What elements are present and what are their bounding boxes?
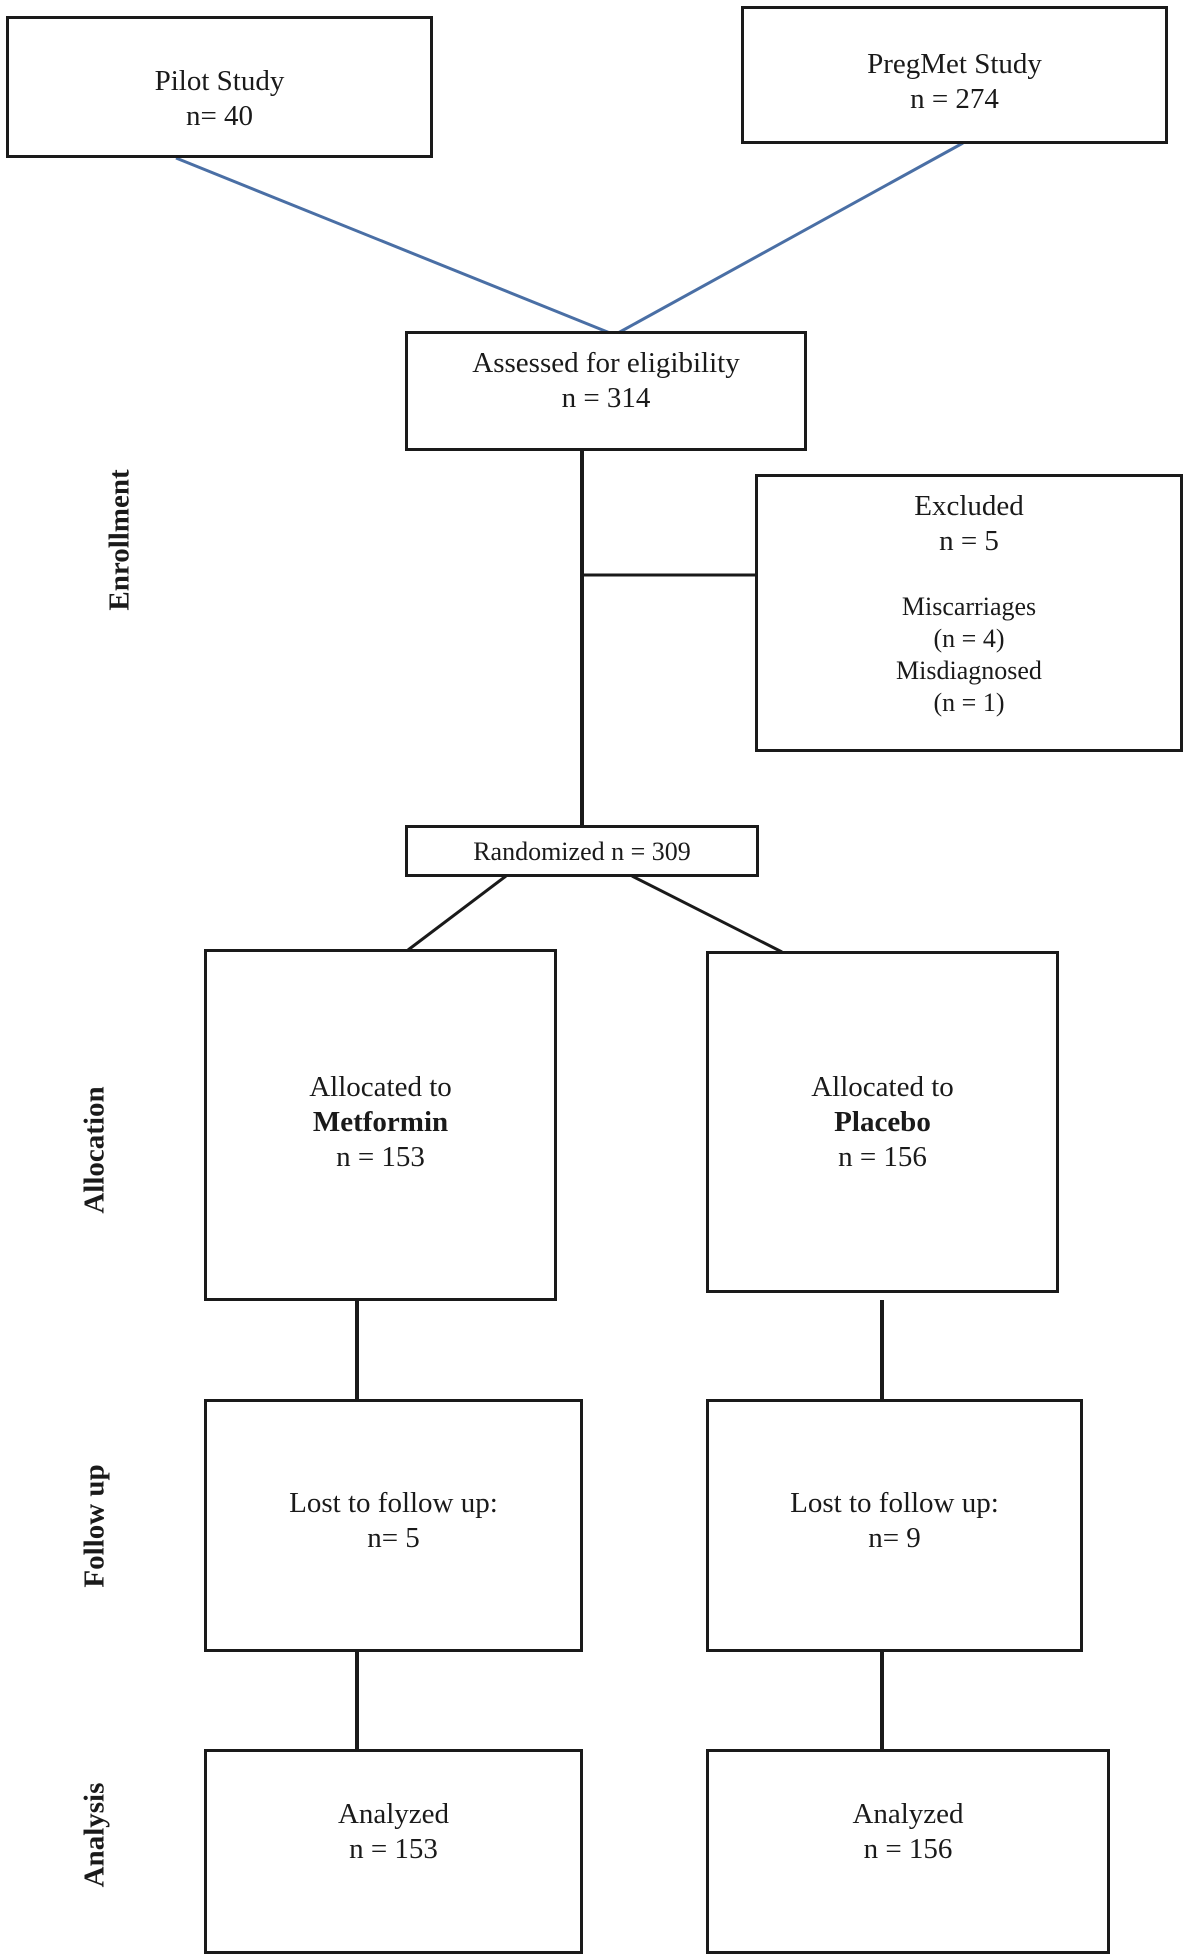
followup-placebo-label: Lost to follow up:	[790, 1487, 999, 1519]
pregmet-study-box: PregMet Study n = 274	[741, 6, 1168, 144]
excluded-reason-misdiagnosed: Misdiagnosed	[896, 656, 1042, 685]
allocation-metformin-count: n = 153	[336, 1141, 425, 1173]
excluded-title: Excluded	[914, 490, 1024, 522]
allocation-metformin-prefix: Allocated to	[309, 1071, 452, 1103]
connector-randomized-to-placebo	[631, 874, 783, 954]
eligibility-count: n = 314	[561, 382, 651, 414]
randomized-box: Randomized n = 309	[405, 825, 759, 877]
analysis-metformin-count: n = 153	[349, 1833, 438, 1865]
excluded-box: Excluded n = 5 Miscarriages (n = 4) Misd…	[755, 474, 1183, 752]
pilot-study-box: Pilot Study n= 40	[6, 16, 433, 158]
analysis-placebo-count: n = 156	[863, 1833, 953, 1865]
stage-label-analysis: Analysis	[78, 1782, 111, 1888]
allocation-placebo-count: n = 156	[838, 1141, 927, 1173]
excluded-reason-miscarriages-count: (n = 4)	[933, 624, 1005, 653]
allocation-metformin-arm: Metformin	[312, 1106, 449, 1138]
randomized-label: Randomized n = 309	[473, 837, 691, 866]
excluded-reason-miscarriages: Miscarriages	[901, 592, 1037, 621]
connector-pilot-to-eligibility	[175, 156, 611, 335]
pregmet-study-title: PregMet Study	[867, 48, 1042, 80]
allocation-placebo-arm: Placebo	[834, 1106, 931, 1138]
followup-metformin-box: Lost to follow up: n= 5	[204, 1399, 583, 1652]
pregmet-study-count: n = 274	[910, 83, 999, 115]
excluded-count: n = 5	[939, 525, 999, 557]
connector-randomized-to-metformin	[407, 874, 507, 952]
eligibility-box: Assessed for eligibility n = 314	[405, 331, 807, 451]
analysis-placebo-label: Analyzed	[852, 1798, 964, 1830]
pilot-study-title: Pilot Study	[154, 65, 285, 97]
stage-label-enrollment: Enrollment	[103, 469, 136, 611]
pilot-study-count: n= 40	[185, 100, 254, 132]
stage-label-allocation: Allocation	[78, 1086, 111, 1214]
followup-placebo-box: Lost to follow up: n= 9	[706, 1399, 1083, 1652]
analysis-metformin-label: Analyzed	[337, 1798, 450, 1830]
allocation-placebo-box: Allocated to Placebo n = 156	[706, 951, 1059, 1293]
followup-placebo-count: n= 9	[868, 1522, 921, 1554]
allocation-metformin-box: Allocated to Metformin n = 153	[204, 949, 557, 1301]
eligibility-title: Assessed for eligibility	[472, 347, 740, 379]
allocation-placebo-prefix: Allocated to	[811, 1071, 954, 1103]
analysis-metformin-box: Analyzed n = 153	[204, 1749, 583, 1954]
followup-metformin-label: Lost to follow up:	[289, 1487, 498, 1519]
analysis-placebo-box: Analyzed n = 156	[706, 1749, 1110, 1954]
connector-pregmet-to-eligibility	[617, 141, 964, 335]
followup-metformin-count: n= 5	[367, 1522, 420, 1554]
excluded-reason-misdiagnosed-count: (n = 1)	[933, 688, 1005, 717]
stage-label-followup: Follow up	[78, 1464, 111, 1588]
